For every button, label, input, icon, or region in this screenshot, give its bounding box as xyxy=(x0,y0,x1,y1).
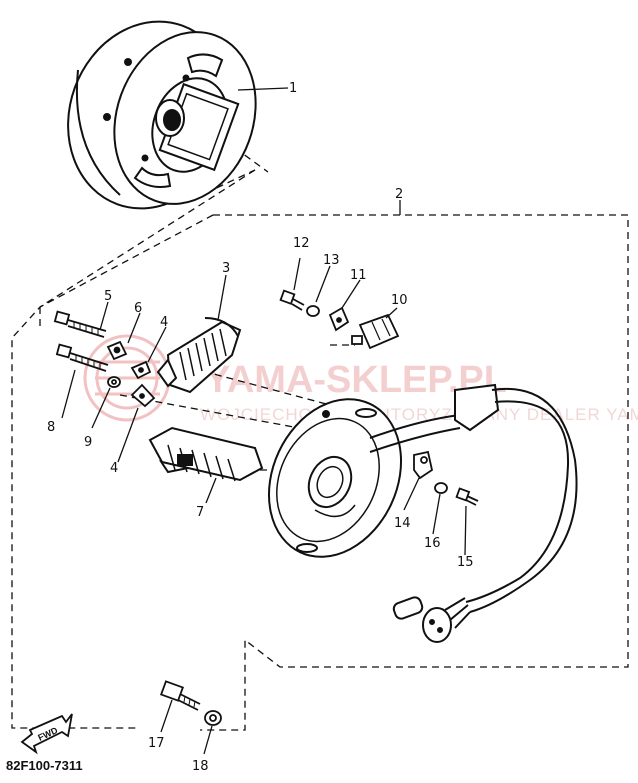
charge-coil xyxy=(156,317,242,394)
connector-10 xyxy=(351,313,400,350)
callout-17: 17 xyxy=(148,736,165,751)
washer-13 xyxy=(306,305,320,317)
forward-arrow-icon: FWD xyxy=(20,713,73,755)
source-coil xyxy=(148,426,264,482)
stator-base-plate xyxy=(267,398,403,558)
watermark-tagline: WOJCIECHOWSKI AUTORYZOWANY DEALER YAMAHA xyxy=(200,405,638,424)
callout-18: 18 xyxy=(192,759,209,774)
callout-8: 8 xyxy=(47,420,55,435)
callout-13: 13 xyxy=(323,253,340,268)
callout-12: 12 xyxy=(293,236,310,251)
callout-10: 10 xyxy=(391,293,408,308)
callout-6: 6 xyxy=(134,301,142,316)
washer-18 xyxy=(204,710,222,726)
callout-16: 16 xyxy=(424,536,441,551)
washer-9 xyxy=(107,376,121,388)
callout-4-upper: 4 xyxy=(160,315,168,330)
clamp-4-upper xyxy=(130,360,152,380)
screw-8 xyxy=(55,343,109,372)
wire-harness xyxy=(369,383,578,643)
callout-2: 2 xyxy=(395,187,403,202)
watermark-logo xyxy=(83,334,171,422)
callout-11: 11 xyxy=(350,268,367,283)
flywheel-rotor xyxy=(67,20,257,210)
callouts: 1 2 3 4 4 5 6 7 8 9 10 11 12 13 14 15 16… xyxy=(47,81,474,774)
callout-7: 7 xyxy=(196,505,204,520)
clamp-14 xyxy=(413,450,434,480)
part-code: 82F100-7311 xyxy=(6,758,83,773)
callout-4-lower: 4 xyxy=(110,461,118,476)
callout-1: 1 xyxy=(289,81,297,96)
callout-3: 3 xyxy=(222,261,230,276)
washer-16 xyxy=(434,482,448,494)
leader-lines xyxy=(61,87,467,755)
washer-6 xyxy=(106,340,128,361)
callout-9: 9 xyxy=(84,435,92,450)
clip-11 xyxy=(328,306,350,332)
screw-5 xyxy=(53,310,107,338)
callout-14: 14 xyxy=(394,516,411,531)
callout-15: 15 xyxy=(457,555,474,570)
screw-12 xyxy=(279,289,305,311)
screw-15 xyxy=(455,487,479,506)
bolt-17 xyxy=(159,680,201,711)
callout-5: 5 xyxy=(104,289,112,304)
clamp-4-lower xyxy=(130,383,156,408)
